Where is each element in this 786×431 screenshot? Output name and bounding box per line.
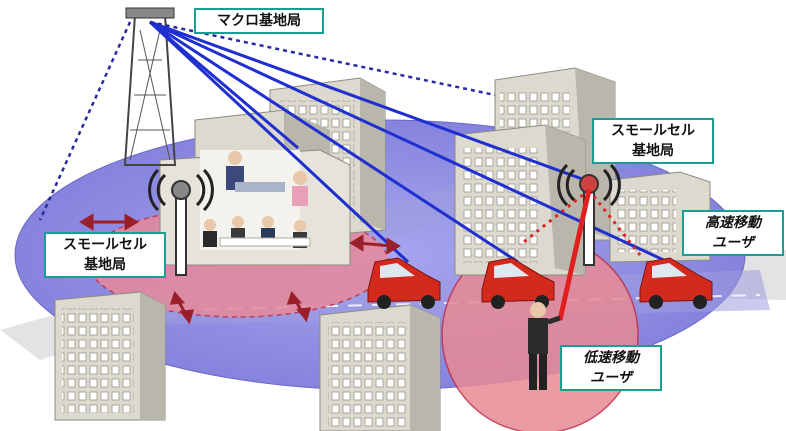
small-cell-antenna-left [148, 168, 214, 276]
building-far-right [609, 171, 711, 263]
label-small-cell-right-line1: スモールセル [611, 123, 695, 139]
label-high-speed-user-line1: 高速移動 [705, 215, 761, 231]
label-high-speed-user-line2: ユーザ [712, 235, 754, 251]
car-center [481, 257, 555, 309]
car-left [367, 257, 441, 309]
macro-tower [123, 7, 177, 166]
label-high-speed-user: 高速移動 ユーザ [682, 210, 784, 256]
label-small-cell-right-line2: 基地局 [632, 143, 674, 159]
label-small-cell-left-line2: 基地局 [84, 257, 126, 273]
building-front-center [319, 304, 441, 431]
building-right-mid [454, 124, 586, 276]
small-cell-antenna-right [557, 163, 621, 266]
label-low-speed-user: 低速移動 ユーザ [560, 345, 662, 391]
label-macro-base-station-text: マクロ基地局 [217, 13, 301, 29]
building-front-left [54, 291, 166, 421]
walking-man [528, 302, 561, 390]
label-macro-base-station: マクロ基地局 [194, 8, 324, 34]
label-low-speed-user-line2: ユーザ [590, 370, 632, 386]
coverage-arrows [79, 213, 401, 325]
car-right [639, 257, 713, 309]
label-small-cell-left-line1: スモールセル [63, 237, 147, 253]
small-cell-links [519, 188, 642, 321]
backhaul-links [38, 20, 496, 221]
label-small-cell-left: スモールセル 基地局 [44, 232, 166, 278]
office-building [159, 109, 351, 266]
label-low-speed-user-line1: 低速移動 [583, 350, 639, 366]
label-small-cell-right: スモールセル 基地局 [592, 118, 714, 164]
